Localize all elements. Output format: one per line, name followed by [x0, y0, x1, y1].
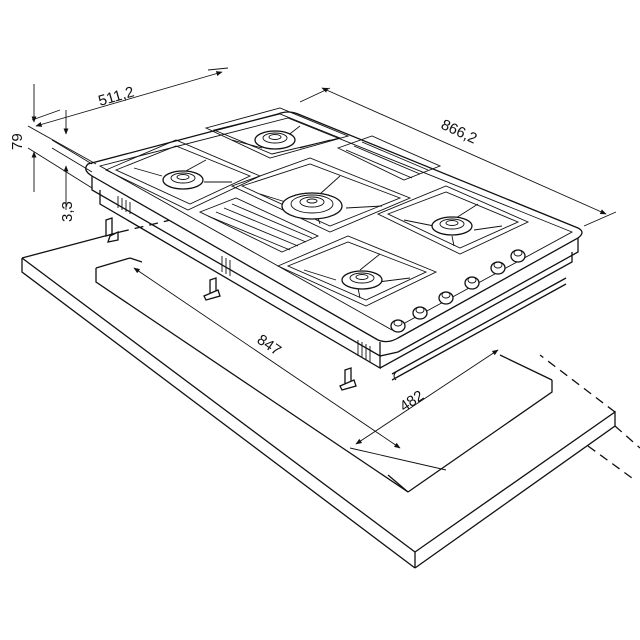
- dimension-depth-511: [31, 67, 229, 127]
- knob-2: [412, 306, 428, 320]
- burner-center-wok: [281, 192, 343, 220]
- label-glass-thickness: 3,3: [59, 201, 76, 222]
- burner-front: [341, 270, 383, 290]
- dimension-width-866: [299, 87, 617, 227]
- cooktop: [85, 107, 583, 381]
- countertop: [21, 199, 640, 569]
- label-height: 79: [9, 133, 26, 150]
- dimension-thickness-3-3: [51, 110, 93, 210]
- label-depth: 511,2: [96, 83, 136, 109]
- burner-back: [254, 130, 296, 150]
- dimension-height-79: [27, 84, 97, 192]
- knob-3: [438, 291, 454, 305]
- knob-5: [490, 261, 506, 275]
- control-knobs: [390, 249, 526, 333]
- label-cutout-width: 847: [254, 331, 284, 359]
- label-cutout-depth: 482: [397, 387, 427, 415]
- dimension-cutout-482: [349, 349, 499, 471]
- burner-right: [431, 216, 473, 236]
- knob-6: [510, 249, 526, 263]
- knob-1: [390, 319, 406, 333]
- burner-left: [162, 170, 204, 190]
- knob-4: [464, 276, 480, 290]
